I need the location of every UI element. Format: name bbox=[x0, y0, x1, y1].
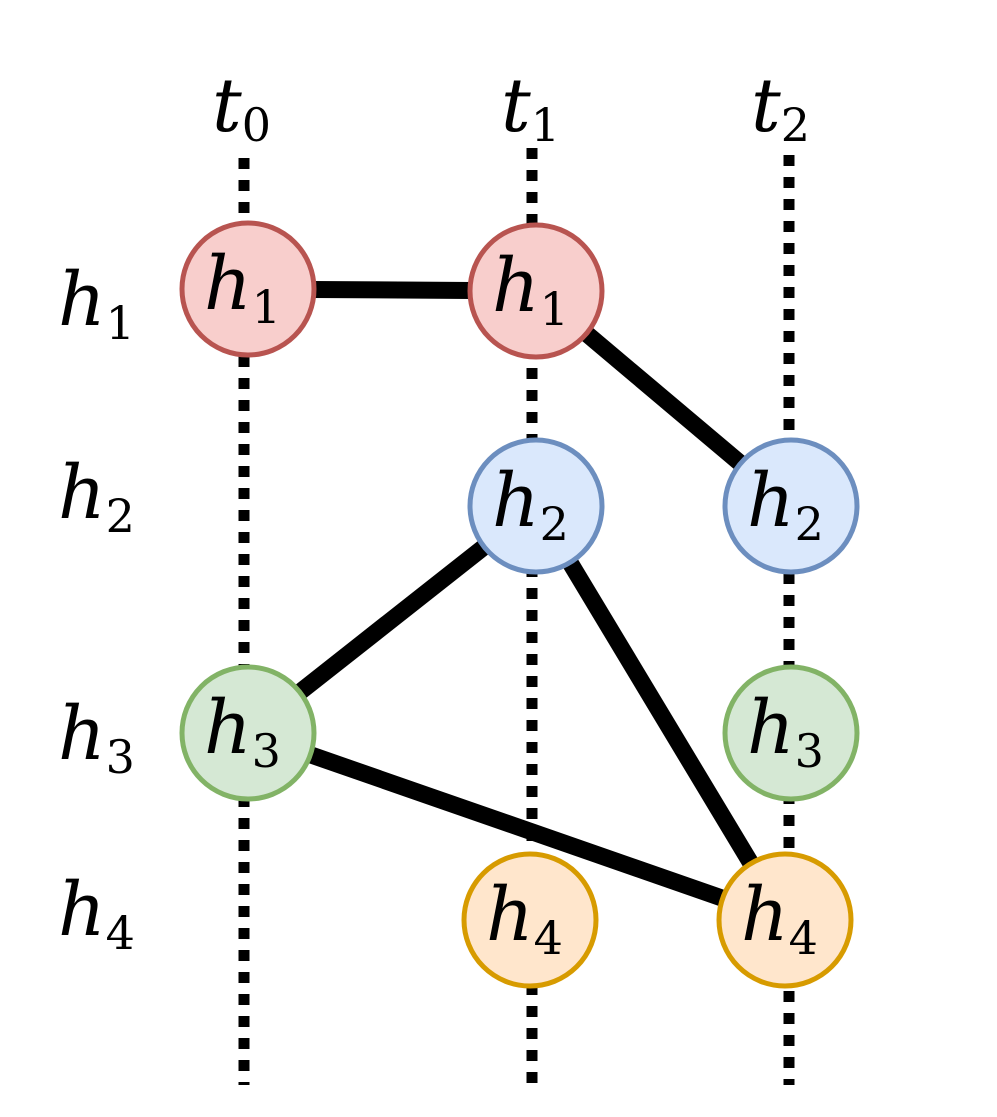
row-label-sub: 2 bbox=[106, 489, 135, 543]
node-label-sub: 3 bbox=[795, 724, 824, 778]
time-label-t2: t2 bbox=[751, 63, 810, 152]
node-circle bbox=[722, 437, 860, 575]
node-t2-h3: h3 bbox=[722, 664, 860, 802]
edges bbox=[293, 280, 760, 907]
row-label-h4: h4 bbox=[58, 867, 135, 960]
row-label-sub: 4 bbox=[106, 906, 135, 960]
row-label-var: h bbox=[58, 450, 106, 536]
row-label-var: h bbox=[58, 691, 106, 777]
node-t2-h4: h4 bbox=[716, 851, 854, 989]
node-label: h2 bbox=[747, 458, 824, 551]
time-label-var: t bbox=[751, 63, 781, 149]
node-label-var: h bbox=[747, 685, 795, 771]
edge-t0-h1-to-t1-h1 bbox=[311, 280, 473, 300]
time-label-sub: 2 bbox=[781, 98, 810, 152]
row-label-sub: 3 bbox=[106, 730, 135, 784]
node-label-var: h bbox=[204, 241, 252, 327]
node-label: h4 bbox=[486, 872, 563, 965]
node-label: h1 bbox=[492, 243, 569, 336]
node-label-sub: 2 bbox=[540, 497, 569, 551]
node-label: h1 bbox=[204, 241, 281, 334]
node-label-sub: 1 bbox=[252, 280, 281, 334]
node-label-var: h bbox=[747, 458, 795, 544]
time-label-sub: 0 bbox=[242, 98, 271, 152]
node-label-sub: 1 bbox=[540, 282, 569, 336]
row-label-h2: h2 bbox=[58, 450, 135, 543]
node-circle bbox=[461, 851, 599, 989]
edge-t0-h3-to-t2-h4 bbox=[305, 746, 728, 907]
time-label-t0: t0 bbox=[212, 63, 271, 152]
row-label-var: h bbox=[58, 867, 106, 953]
node-t1-h2: h2 bbox=[467, 437, 605, 575]
node-label: h3 bbox=[747, 685, 824, 778]
node-circle bbox=[179, 220, 317, 358]
node-label-sub: 4 bbox=[789, 911, 818, 965]
node-t1-h4: h4 bbox=[461, 851, 599, 989]
row-label-sub: 1 bbox=[106, 296, 135, 350]
edge-t1-h1-to-t2-h2 bbox=[579, 325, 748, 472]
node-label-var: h bbox=[741, 872, 789, 958]
time-label-t1: t1 bbox=[501, 63, 560, 152]
node-circle bbox=[722, 664, 860, 802]
node-t1-h1: h1 bbox=[467, 222, 605, 360]
time-labels: t0 t1 t2 bbox=[212, 63, 810, 152]
edge-t1-h2-to-t2-h4 bbox=[561, 556, 760, 870]
time-label-sub: 1 bbox=[531, 98, 560, 152]
node-t0-h3: h3 bbox=[179, 664, 317, 802]
node-t2-h2: h2 bbox=[722, 437, 860, 575]
node-label-var: h bbox=[492, 458, 540, 544]
node-label-sub: 4 bbox=[534, 911, 563, 965]
row-label-h1: h1 bbox=[58, 257, 135, 350]
node-circle bbox=[467, 222, 605, 360]
node-circle bbox=[467, 437, 605, 575]
node-circle bbox=[179, 664, 317, 802]
time-label-var: t bbox=[212, 63, 242, 149]
node-label-var: h bbox=[486, 872, 534, 958]
node-label-var: h bbox=[204, 685, 252, 771]
node-label-sub: 2 bbox=[795, 497, 824, 551]
edge-t0-h3-to-t1-h2 bbox=[293, 538, 491, 701]
node-t0-h1: h1 bbox=[179, 220, 317, 358]
row-label-h3: h3 bbox=[58, 691, 135, 784]
node-label: h4 bbox=[741, 872, 818, 965]
time-label-var: t bbox=[501, 63, 531, 149]
row-labels: h1 h2 h3 h4 bbox=[58, 257, 135, 960]
row-label-var: h bbox=[58, 257, 106, 343]
node-label-var: h bbox=[492, 243, 540, 329]
node-label: h2 bbox=[492, 458, 569, 551]
node-label-sub: 3 bbox=[252, 724, 281, 778]
node-label: h3 bbox=[204, 685, 281, 778]
node-circle bbox=[716, 851, 854, 989]
